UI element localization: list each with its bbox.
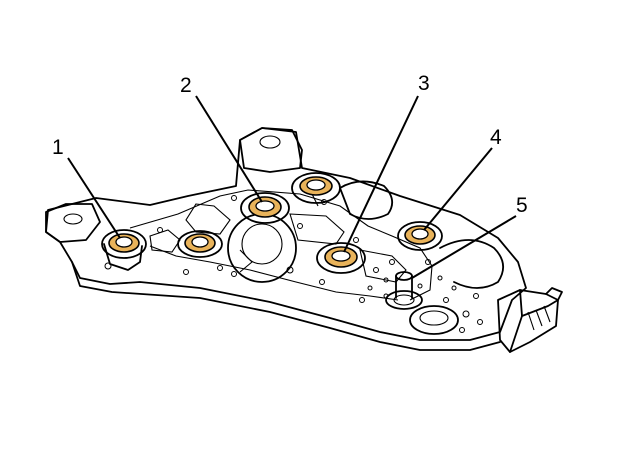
callout-5: 5 <box>516 194 528 217</box>
valve-body-plate <box>45 127 527 351</box>
leader-2 <box>195 95 263 203</box>
rivet-holes <box>104 195 483 333</box>
leader-5 <box>411 215 517 279</box>
bore-lower-right <box>409 305 459 335</box>
bore-left <box>227 213 297 283</box>
solenoid-top <box>291 172 341 204</box>
callout-3: 3 <box>418 72 430 95</box>
seal-extra <box>177 230 223 258</box>
pin-5 <box>385 271 423 310</box>
seal-1 <box>101 229 147 271</box>
fluid-channels <box>129 189 433 301</box>
leader-4 <box>423 147 493 231</box>
seal-2 <box>240 192 290 224</box>
callout-4: 4 <box>490 126 502 149</box>
leader-1 <box>67 157 121 239</box>
electrical-connector <box>497 287 563 353</box>
leader-3 <box>343 95 419 253</box>
callout-2: 2 <box>180 74 192 97</box>
callout-1: 1 <box>52 136 64 159</box>
callout-leaders <box>67 95 517 279</box>
seal-4 <box>397 221 443 251</box>
seal-3 <box>316 242 366 274</box>
